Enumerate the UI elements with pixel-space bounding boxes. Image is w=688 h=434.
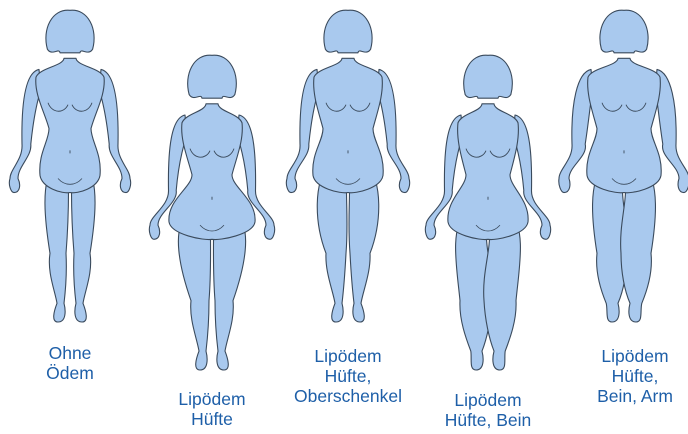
- label-line: Hüfte,: [565, 366, 688, 386]
- torso: [448, 104, 528, 240]
- label-lipoedem-huefte-bein: Lipödem Hüfte, Bein: [418, 390, 558, 430]
- label-line: Hüfte,: [278, 366, 418, 386]
- label-line: Lipödem: [418, 390, 558, 410]
- label-ohne-oedem: Ohne Ödem: [0, 343, 140, 383]
- body-figure-lipoedem-huefte: [149, 55, 274, 370]
- torso: [587, 58, 661, 192]
- body-figure-lipoedem-huefte-bein: [425, 55, 550, 370]
- body-figure-ohne-oedem: [9, 10, 130, 322]
- torso: [36, 58, 104, 192]
- head: [46, 10, 94, 53]
- head: [188, 55, 237, 98]
- head: [464, 55, 513, 98]
- label-line: Lipödem: [142, 389, 282, 409]
- label-line: Ödem: [0, 363, 140, 383]
- head: [324, 10, 372, 53]
- label-line: Hüfte: [142, 409, 282, 429]
- label-line: Ohne: [0, 343, 140, 363]
- head: [600, 10, 648, 53]
- torso: [313, 58, 383, 192]
- label-line: Lipödem: [278, 346, 418, 366]
- torso: [169, 104, 255, 240]
- label-lipoedem-huefte: Lipödem Hüfte: [142, 389, 282, 429]
- label-lipoedem-huefte-bein-arm: Lipödem Hüfte, Bein, Arm: [565, 346, 688, 406]
- label-lipoedem-huefte-oberschenkel: Lipödem Hüfte, Oberschenkel: [278, 346, 418, 406]
- label-line: Bein, Arm: [565, 386, 688, 406]
- label-line: Lipödem: [565, 346, 688, 366]
- label-line: Hüfte, Bein: [418, 410, 558, 430]
- label-line: Oberschenkel: [278, 386, 418, 406]
- body-figure-lipoedem-huefte-oberschenkel: [286, 10, 409, 322]
- body-figure-lipoedem-huefte-bein-arm: [559, 10, 688, 322]
